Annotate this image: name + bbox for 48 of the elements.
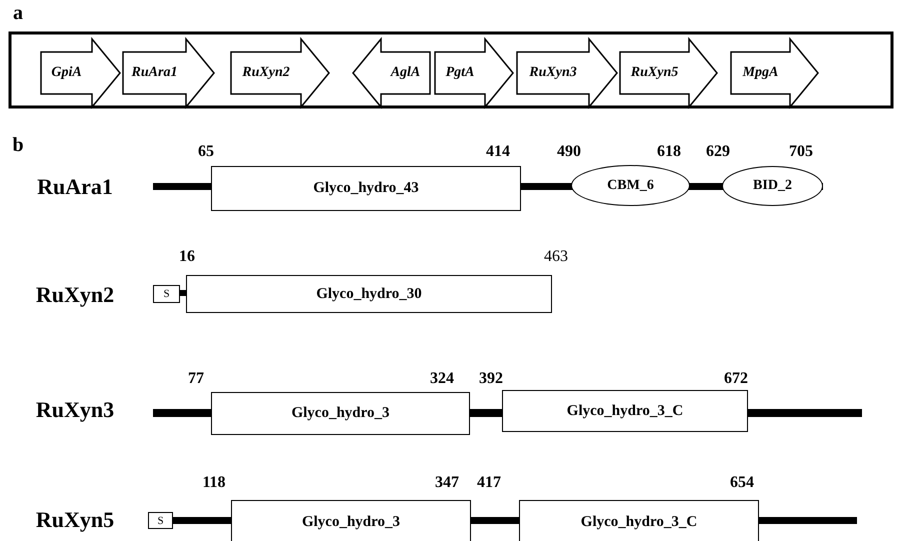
gene-name: RuAra1 (132, 65, 178, 81)
gene-name: MpgA (742, 65, 778, 81)
domain-ellipse: CBM_6 (571, 165, 690, 206)
gene-name: GpiA (51, 65, 82, 81)
gene-block (231, 39, 329, 107)
protein-name: RuXyn3 (36, 397, 114, 423)
gene-name: RuXyn2 (242, 65, 290, 81)
protein-name: RuXyn5 (36, 507, 114, 533)
residue-number: 392 (479, 370, 503, 388)
residue-number: 118 (202, 474, 226, 492)
domain-box: Glyco_hydro_3_C (519, 500, 759, 541)
domain-box: Glyco_hydro_30 (186, 275, 552, 313)
signal-peptide-box: S (153, 285, 180, 303)
gene-block (517, 39, 617, 107)
gene-block (620, 39, 717, 107)
gene-block (123, 39, 214, 107)
residue-number: 672 (724, 370, 748, 388)
residue-number: 705 (789, 143, 813, 161)
gene-name: RuXyn3 (529, 65, 577, 81)
panel-letter: b (12, 134, 24, 157)
residue-number: 65 (198, 143, 214, 161)
domain-box: Glyco_hydro_3 (231, 500, 471, 541)
residue-number: 347 (435, 474, 459, 492)
signal-peptide-box: S (148, 512, 173, 529)
residue-number: 629 (706, 143, 730, 161)
residue-number: 490 (557, 143, 581, 161)
gene-block (731, 39, 818, 107)
protein-name: RuXyn2 (36, 282, 114, 308)
domain-box: Glyco_hydro_3 (211, 392, 470, 435)
residue-number: 77 (188, 370, 204, 388)
residue-number: 324 (430, 370, 454, 388)
gene-block (41, 39, 120, 107)
panel-letter: a (13, 2, 23, 25)
residue-number: 16 (179, 248, 195, 266)
residue-number: 463 (544, 248, 568, 266)
residue-number: 654 (730, 474, 754, 492)
gene-name: RuXyn5 (630, 65, 678, 81)
protein-name: RuAra1 (37, 174, 113, 200)
domain-ellipse: BID_2 (722, 166, 823, 206)
gene-name: AglA (390, 65, 420, 81)
residue-number: 417 (477, 474, 501, 492)
residue-number: 414 (486, 143, 510, 161)
gene-name: PgtA (446, 65, 474, 81)
domain-box: Glyco_hydro_3_C (502, 390, 748, 432)
residue-number: 618 (657, 143, 681, 161)
gene-block (353, 39, 430, 107)
gene-block (435, 39, 513, 107)
domain-box: Glyco_hydro_43 (211, 166, 521, 211)
